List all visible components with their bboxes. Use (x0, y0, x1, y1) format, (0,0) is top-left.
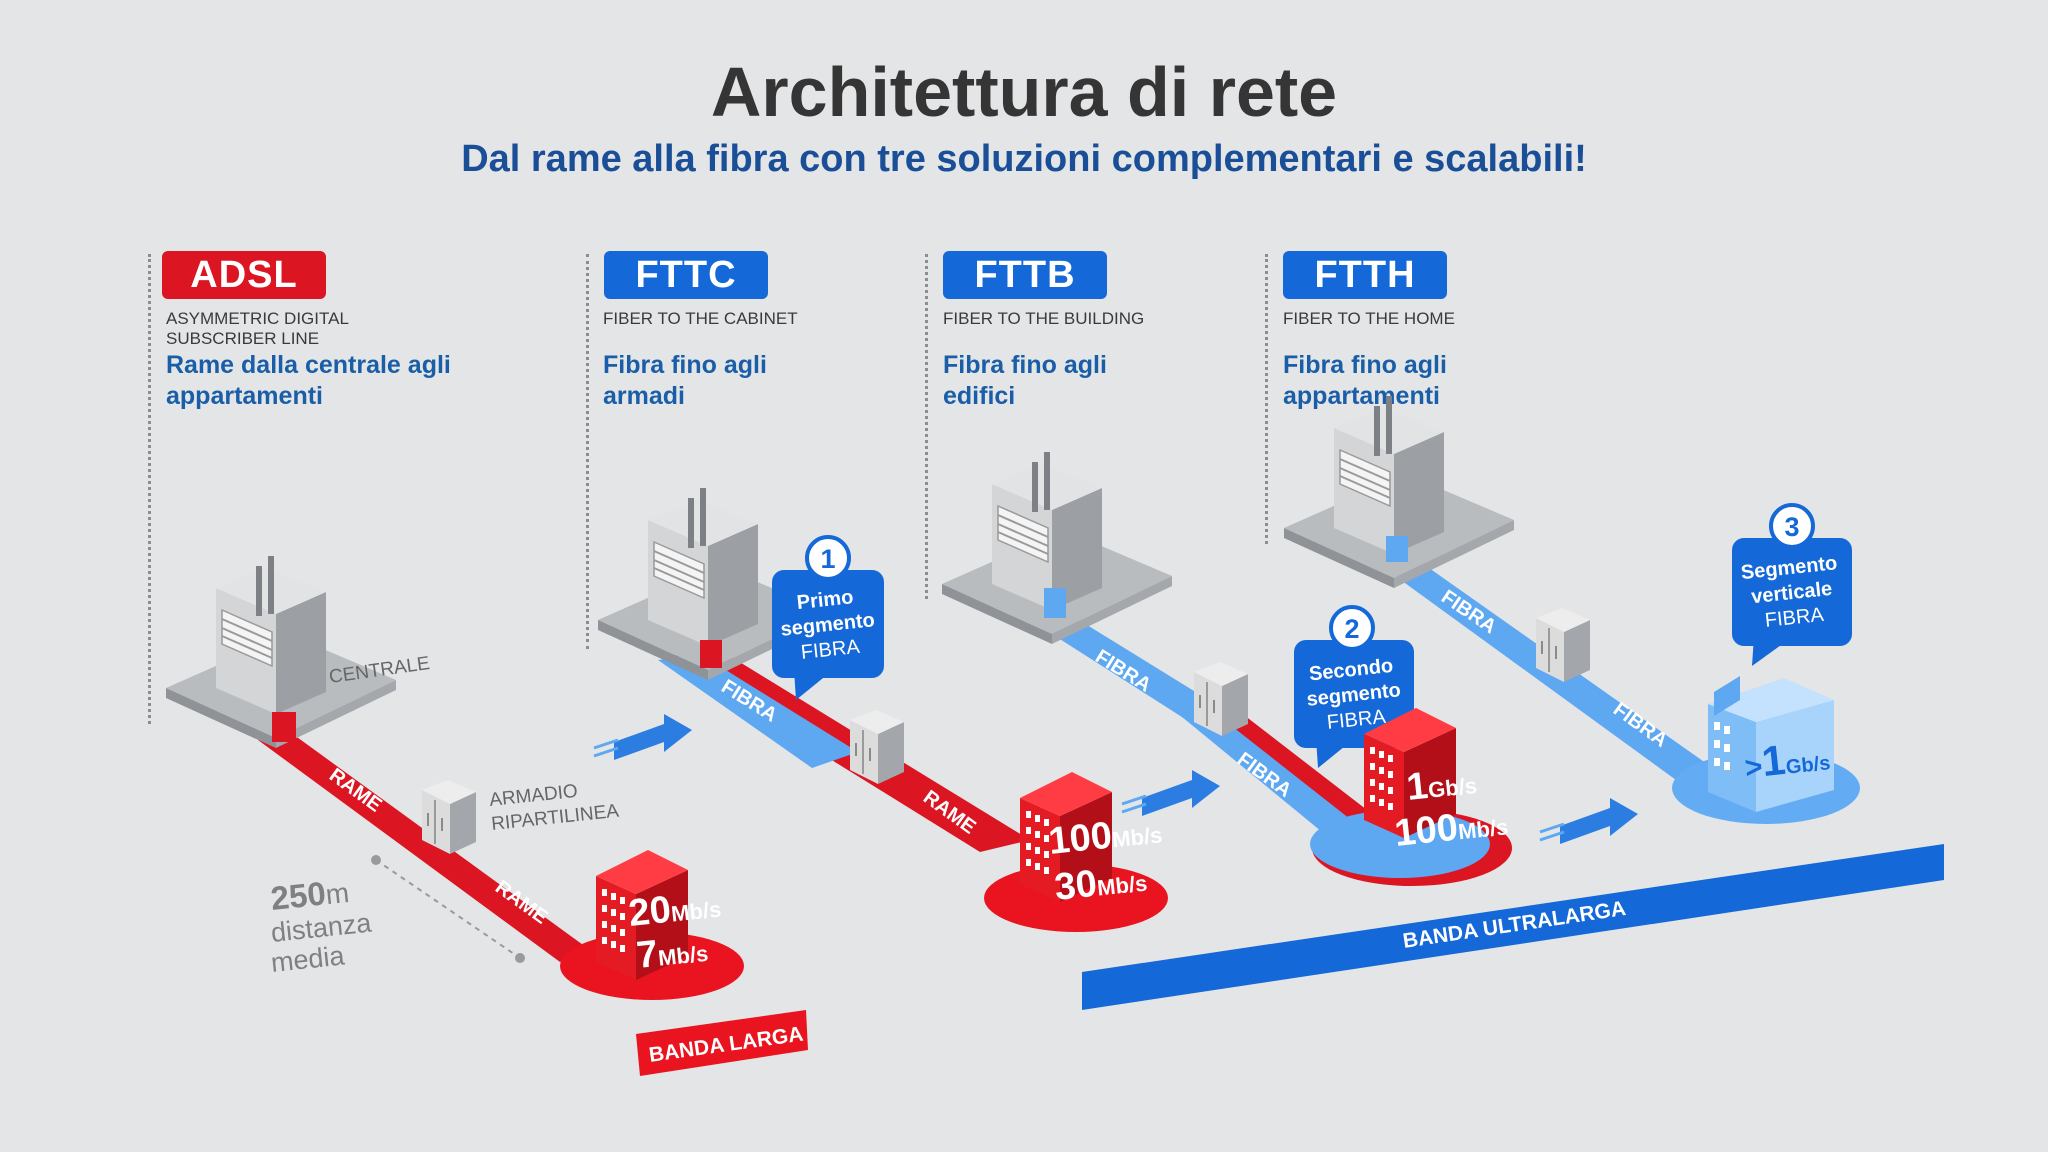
column-divider-fttc (586, 254, 589, 649)
exchange-port-fttb (1044, 588, 1066, 618)
exchange-port-fttc (700, 640, 722, 668)
column-divider-adsl (148, 254, 151, 724)
flow-arrow-fttb (1120, 768, 1222, 818)
distance-label-2: media (269, 940, 346, 978)
callout-1: 1 Primo segmento FIBRA (772, 535, 884, 700)
speed-ftth: >1Gb/s (1742, 731, 1832, 787)
column-divider-fttb (925, 254, 928, 599)
badge-fttc: FTTC (604, 251, 768, 299)
acronym-adsl: ASYMMETRIC DIGITAL SUBSCRIBER LINE (166, 309, 349, 348)
street-cabinet-ftth (1535, 607, 1591, 683)
description-adsl: Rame dalla centrale agli appartamenti (166, 351, 451, 410)
acronym-fttc: FIBER TO THE CABINET (603, 309, 798, 328)
street-cabinet-fttb (1193, 661, 1249, 737)
description-ftth: Fibra fino agli appartamenti (1283, 351, 1447, 410)
distance-marker-end (515, 953, 525, 963)
speed-down-fttc: 100Mb/s (1047, 809, 1164, 863)
home-building-ftth (1708, 676, 1834, 812)
callout-2: 2 Secondo segmento FIBRA (1294, 605, 1414, 768)
badge-adsl: ADSL (162, 251, 326, 299)
speed-up-fttc: 30Mb/s (1053, 858, 1149, 909)
fttb-section: FIBRA FIBRA 2 Secondo segmento FIBRA 1Gb… (941, 451, 1512, 886)
home-base-fttb (1310, 810, 1490, 878)
exchange-port-adsl (272, 712, 296, 742)
fiber-line-fttb-2 (1176, 704, 1380, 850)
page-subtitle: Dal rame alla fibra con tre soluzioni co… (461, 138, 1587, 180)
banda-larga-band (636, 1010, 808, 1076)
acronym-ftth: FIBER TO THE HOME (1283, 309, 1455, 328)
distance-marker-start (371, 855, 381, 865)
description-fttb: Fibra fino agli edifici (943, 351, 1107, 410)
flow-arrow-ftth (1538, 796, 1640, 846)
badge-ftth: FTTH (1283, 251, 1447, 299)
copper-line-fttb (1224, 712, 1380, 830)
copper-line-adsl (258, 732, 590, 962)
callout-3-number: 3 (1784, 512, 1799, 542)
speed-up-fttb: 100Mb/s (1393, 801, 1510, 855)
page-title: Architettura di rete (710, 53, 1338, 131)
speed-up-adsl: 7Mb/s (635, 928, 710, 977)
speed-down-fttb: 1Gb/s (1405, 760, 1479, 809)
callout-1-number: 1 (820, 544, 835, 574)
description-fttc: Fibra fino agli armadi (603, 351, 767, 410)
flow-arrow-fttc (592, 712, 694, 762)
banda-ultralarga-band (1082, 844, 1944, 1010)
distance-value: 250m (269, 872, 351, 917)
column-divider-ftth (1265, 254, 1268, 544)
street-cabinet-fttc (849, 709, 905, 785)
callout-3: 3 Segmento verticale FIBRA (1732, 503, 1852, 666)
badge-fttb: FTTB (943, 251, 1107, 299)
fttc-section: FIBRA RAME 1 Primo segmento FIBRA 100Mb/… (592, 487, 1168, 932)
acronym-fttb: FIBER TO THE BUILDING (943, 309, 1145, 328)
speed-down-adsl: 20Mb/s (627, 884, 723, 935)
street-cabinet-adsl (421, 779, 477, 855)
exchange-port-ftth (1386, 536, 1408, 562)
fiber-line-fttb-1 (1030, 612, 1228, 726)
fiber-line-fttc (658, 654, 858, 768)
callout-2-number: 2 (1344, 614, 1359, 644)
